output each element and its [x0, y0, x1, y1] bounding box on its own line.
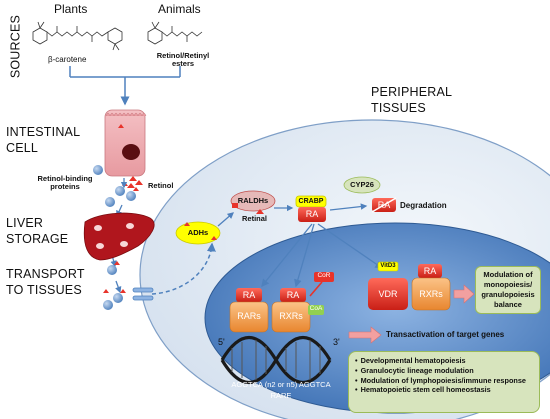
degradation-label: Degradation [400, 201, 447, 210]
vdr-rxrs-label: RXRs [419, 289, 443, 299]
plants-label: Plants [54, 2, 88, 16]
intestinal-cell [104, 109, 147, 177]
beta-carotene-structure [32, 21, 123, 51]
rars-label: RARs [237, 311, 261, 321]
cyp26-label: CYP26 [350, 180, 374, 189]
degraded-ra [371, 197, 397, 213]
beta-carotene-label: β-carotene [48, 55, 87, 64]
modulation-label: Modulation of monopoiesis/ granulopoiesi… [481, 270, 535, 309]
outcomes-box: Developmental hematopoiesis Granulocytic… [348, 351, 540, 413]
vdr-rxr-heterodimer [368, 261, 451, 311]
transport-molecules [103, 261, 126, 310]
cyp26-enzyme [343, 176, 381, 194]
vdr-ra-label: RA [423, 266, 437, 276]
outcome-item: Granulocytic lineage modulation [355, 366, 533, 376]
rar-rxr-heterodimer [229, 288, 311, 333]
sources-bracket [69, 66, 181, 106]
coa-label: CoA [309, 305, 323, 312]
cor-box [314, 272, 334, 282]
sources-label: SOURCES [8, 14, 23, 79]
degraded-ra-label: RA [377, 200, 391, 210]
transactivation-arrow [348, 326, 382, 344]
peripheral-tissues-label: PERIPHERAL TISSUES [371, 85, 452, 115]
liver-storage-label: LIVER STORAGE [6, 216, 69, 246]
outcome-item: Modulation of lymphopoiesis/immune respo… [355, 376, 533, 386]
coa-box [308, 305, 324, 315]
dna-5-label: 5' [218, 337, 225, 347]
rxrs-label: RXRs [279, 311, 303, 321]
rxr-ra-label: RA [286, 290, 300, 300]
outcome-item: Hematopoietic stem cell homeostasis [355, 385, 533, 395]
crabp-label: CRABP [298, 198, 324, 205]
retinol-uptake-arrow [151, 242, 216, 295]
dna-helix [220, 335, 332, 385]
retinol-structure [147, 21, 203, 45]
adhs-enzyme [175, 221, 221, 245]
adhs-label: ADHs [187, 228, 209, 237]
membrane-transporter [132, 287, 154, 301]
crabp-ra-complex [295, 195, 327, 222]
retinol-label: Retinol [148, 181, 174, 190]
transactivation-label: Transactivation of target genes [386, 330, 505, 339]
raldhs-label: RALDHs [237, 196, 269, 205]
crabp-ra-label: RA [305, 209, 319, 219]
vdr-label: VDR [378, 289, 398, 299]
modulation-arrow [453, 284, 475, 304]
rar-ra-label: RA [242, 290, 256, 300]
retinol-binding-label: Retinol-binding proteins [37, 174, 93, 191]
modulation-box: Modulation of monopoiesis/ granulopoiesi… [475, 266, 541, 314]
liver [83, 212, 155, 261]
intestinal-cell-label: INTESTINAL CELL [6, 125, 80, 155]
vitd3-label: VitD3 [380, 263, 396, 269]
transport-label: TRANSPORT TO TISSUES [6, 267, 85, 297]
cor-label: CoR [317, 272, 331, 279]
retinol-molecules [127, 176, 143, 188]
outcome-item: Developmental hematopoiesis [355, 356, 533, 366]
retinol-binding-proteins [93, 165, 139, 207]
retinol-esters-label: Retinol/Retinyl esters [156, 51, 210, 68]
rare-label: RARE [270, 391, 292, 400]
dna-3-label: 3' [333, 337, 340, 347]
retinal-label: Retinal [242, 214, 268, 223]
raldhs-enzyme [230, 190, 276, 214]
dna-sequence-label: AGGTCA (n2 or n5) AGGTCA [231, 380, 331, 389]
animals-label: Animals [158, 2, 201, 16]
